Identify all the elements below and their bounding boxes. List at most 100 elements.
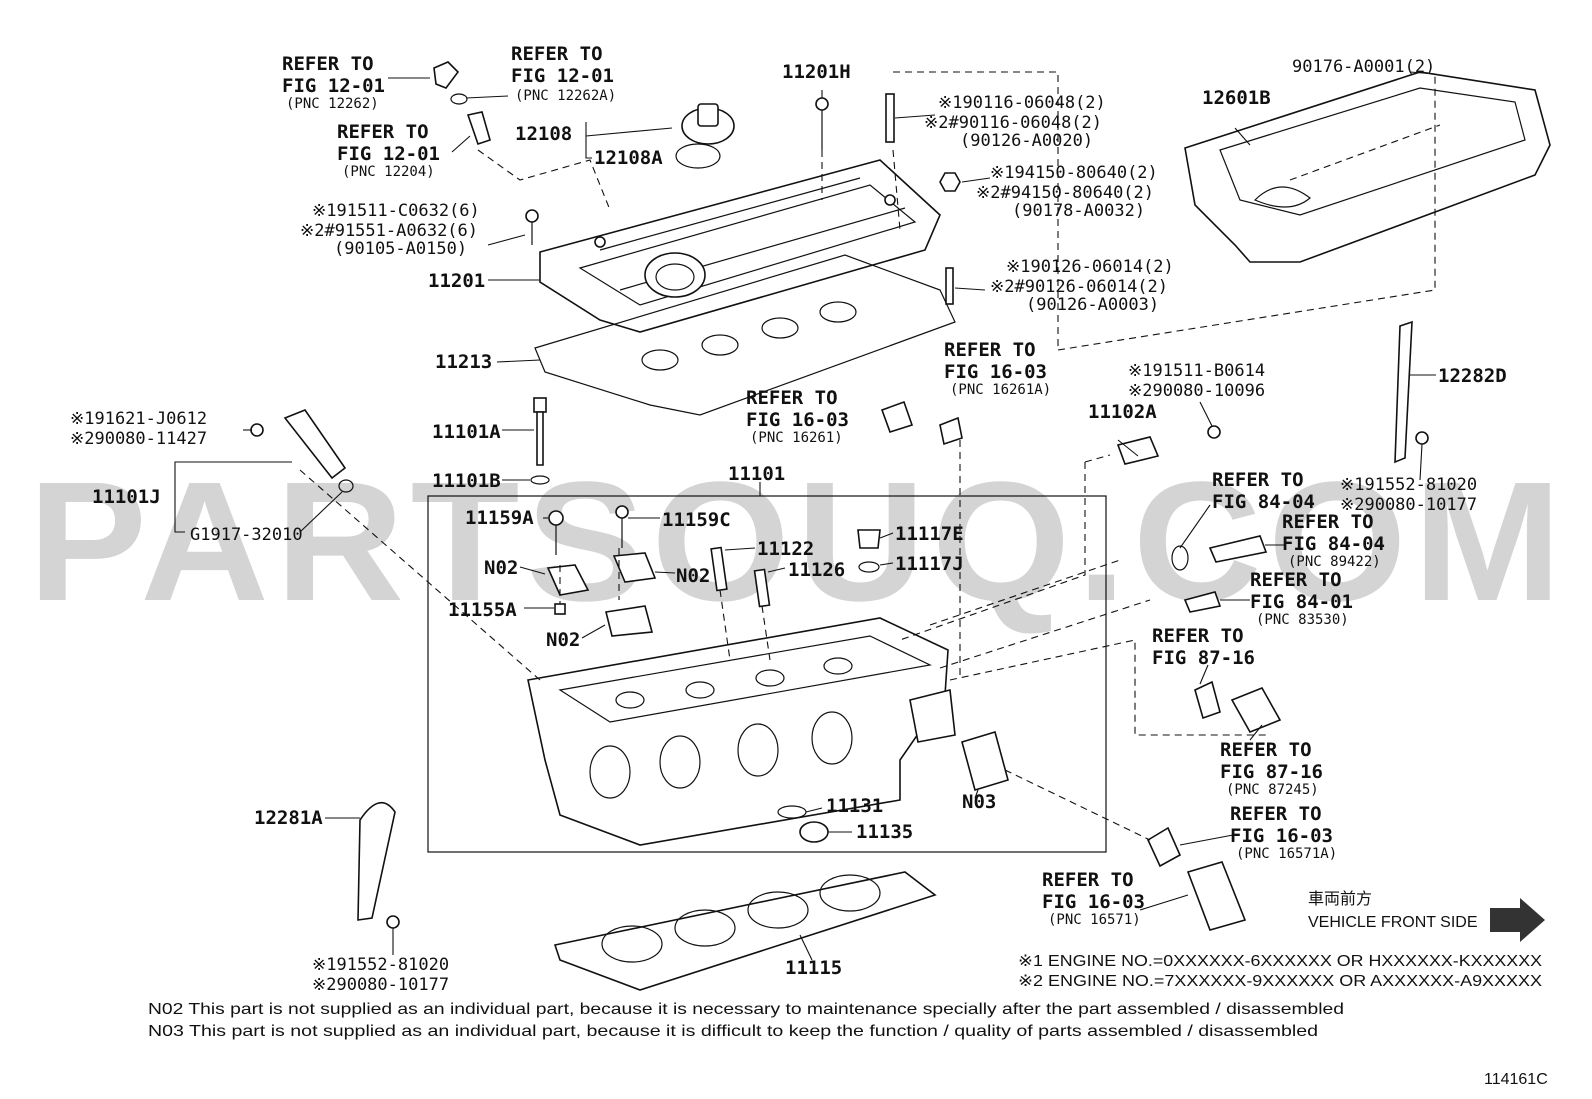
callout-11155a: 11155A xyxy=(448,599,517,621)
callout-labels: 11201H 12108 12108A 12601B 11201 11213 1… xyxy=(92,61,1507,979)
callout-11101a: 11101A xyxy=(432,421,501,443)
ref-8-pnc: (PNC 83530) xyxy=(1256,612,1349,628)
ref-10-pnc: (PNC 87245) xyxy=(1226,782,1319,798)
ref-5-line2: FIG 16-03 xyxy=(746,409,849,431)
sensor-11102a xyxy=(1116,425,1221,465)
valve-guide-11126 xyxy=(753,568,771,608)
front-arrow-icon xyxy=(1490,898,1545,942)
ref-5-line1: REFER TO xyxy=(746,387,838,409)
callout-11201: 11201 xyxy=(428,270,485,292)
ref-2-line1: REFER TO xyxy=(511,43,603,65)
cylinder-head-group-box xyxy=(427,495,1107,853)
engine-note-2: ※2 ENGINE NO.=7XXXXXX-9XXXXXX OR AXXXXXX… xyxy=(1018,973,1542,990)
pn-s6a: ※191621-J0612 xyxy=(70,409,207,429)
callout-12108a: 12108A xyxy=(594,147,663,169)
ref-12-line2: FIG 16-03 xyxy=(1042,891,1145,913)
sensor-parts-right xyxy=(1171,535,1268,613)
callout-n02-b: N02 xyxy=(676,565,710,587)
pn-90176: 90176-A0001(2) xyxy=(1292,57,1435,77)
ref-1-pnc: (PNC 12262) xyxy=(286,96,379,112)
ref-3-line1: REFER TO xyxy=(337,121,429,143)
nut-94150 xyxy=(939,172,961,192)
ref-12-pnc: (PNC 16571) xyxy=(1048,912,1141,928)
callout-11159c: 11159C xyxy=(662,509,731,531)
watermark: PARTSOUQ.COM xyxy=(28,447,1568,637)
ref-8-line1: REFER TO xyxy=(1250,569,1342,591)
pn-s8a: ※191552-81020 xyxy=(312,955,449,975)
callout-11213: 11213 xyxy=(435,351,492,373)
pn-s2a: ※190116-06048(2) xyxy=(938,93,1106,113)
ref-11-line2: FIG 16-03 xyxy=(1230,825,1333,847)
front-label-en: VEHICLE FRONT SIDE xyxy=(1308,914,1478,931)
head-gasket-11115 xyxy=(553,871,937,991)
ref-9-line2: FIG 87-16 xyxy=(1152,647,1255,669)
ref-6-line2: FIG 84-04 xyxy=(1212,491,1315,513)
ref-3-pnc: (PNC 12204) xyxy=(342,164,435,180)
callout-12601b: 12601B xyxy=(1202,87,1271,109)
hose-and-clamps xyxy=(880,400,1282,931)
pn-s4a: ※190126-06014(2) xyxy=(1006,257,1174,277)
pn-g1917: G1917-32010 xyxy=(190,525,303,545)
valve-cover-gasket-11213 xyxy=(534,254,956,416)
callout-11117j: 11117J xyxy=(895,553,964,575)
front-label-jp: 車両前方 xyxy=(1308,890,1372,908)
pn-s6b: ※290080-11427 xyxy=(70,429,207,449)
ref-10-line2: FIG 87-16 xyxy=(1220,761,1323,783)
ref-12-line1: REFER TO xyxy=(1042,869,1134,891)
ref-5-pnc: (PNC 16261) xyxy=(750,430,843,446)
pn-s1c: (90105-A0150) xyxy=(334,239,467,259)
callout-11201h: 11201H xyxy=(782,61,851,83)
valve-guide-11122 xyxy=(710,546,728,592)
pn-s3b: ※2#94150-80640(2) xyxy=(976,183,1154,203)
footnote-n03: N03 This part is not supplied as an indi… xyxy=(148,1023,1318,1040)
pn-s1b: ※2#91551-A0632(6) xyxy=(300,221,478,241)
pn-s8b: ※290080-10177 xyxy=(312,975,449,995)
callout-11102a: 11102A xyxy=(1088,401,1157,423)
oil-control-valve-11101j xyxy=(250,409,354,493)
callout-11101b: 11101B xyxy=(432,470,501,492)
leader-lines xyxy=(174,71,1436,961)
bracket-12281a xyxy=(357,802,400,929)
cylinder-head-11101 xyxy=(527,617,956,846)
bolt-91511-c0632 xyxy=(525,209,539,245)
seal-11135 xyxy=(799,821,829,843)
pn-s4b: ※2#90126-06014(2) xyxy=(990,277,1168,297)
ref-3-line2: FIG 12-01 xyxy=(337,143,440,165)
ref-11-line1: REFER TO xyxy=(1230,803,1322,825)
callout-n02-a: N02 xyxy=(484,557,518,579)
bolt-11159a xyxy=(548,510,564,555)
stud-90126-06014 xyxy=(945,267,954,305)
valve-cover-11201 xyxy=(539,159,941,333)
ref-4-line2: FIG 16-03 xyxy=(944,361,1047,383)
pn-s7a: ※191552-81020 xyxy=(1340,475,1477,495)
ref-9-line1: REFER TO xyxy=(1152,625,1244,647)
pn-s4c: (90126-A0003) xyxy=(1026,295,1159,315)
callout-12281a: 12281A xyxy=(254,807,323,829)
pn-s3c: (90178-A0032) xyxy=(1012,201,1145,221)
bolt-11159c xyxy=(615,505,629,548)
pn-s3a: ※194150-80640(2) xyxy=(990,163,1158,183)
camshaft-bearing-caps xyxy=(546,552,657,637)
callout-11122: 11122 xyxy=(757,538,814,560)
bolt-11201h xyxy=(815,97,829,150)
plug-11117e xyxy=(857,529,881,573)
ref-6-line1: REFER TO xyxy=(1212,469,1304,491)
pn-s1a: ※191511-C0632(6) xyxy=(312,201,480,221)
oil-filler-cap-12108 xyxy=(675,103,735,169)
oil-control-valve-parts xyxy=(433,61,491,146)
pn-s7b: ※290080-10177 xyxy=(1340,495,1477,515)
callout-12282d: 12282D xyxy=(1438,365,1507,387)
ref-10-line1: REFER TO xyxy=(1220,739,1312,761)
ref-7-line2: FIG 84-04 xyxy=(1282,533,1385,555)
part-number-labels: 90176-A0001(2) ※191511-C0632(6) ※2#91551… xyxy=(70,57,1477,995)
ref-4-pnc: (PNC 16261A) xyxy=(950,382,1051,398)
callout-11115: 11115 xyxy=(785,957,842,979)
pn-s5b: ※290080-10096 xyxy=(1128,381,1265,401)
ref-2-pnc: (PNC 12262A) xyxy=(515,88,616,104)
ref-8-line2: FIG 84-01 xyxy=(1250,591,1353,613)
bolt-11101a xyxy=(530,397,550,485)
dashed-alignment-lines xyxy=(299,71,1436,841)
sleeve-n03 xyxy=(961,730,1009,792)
